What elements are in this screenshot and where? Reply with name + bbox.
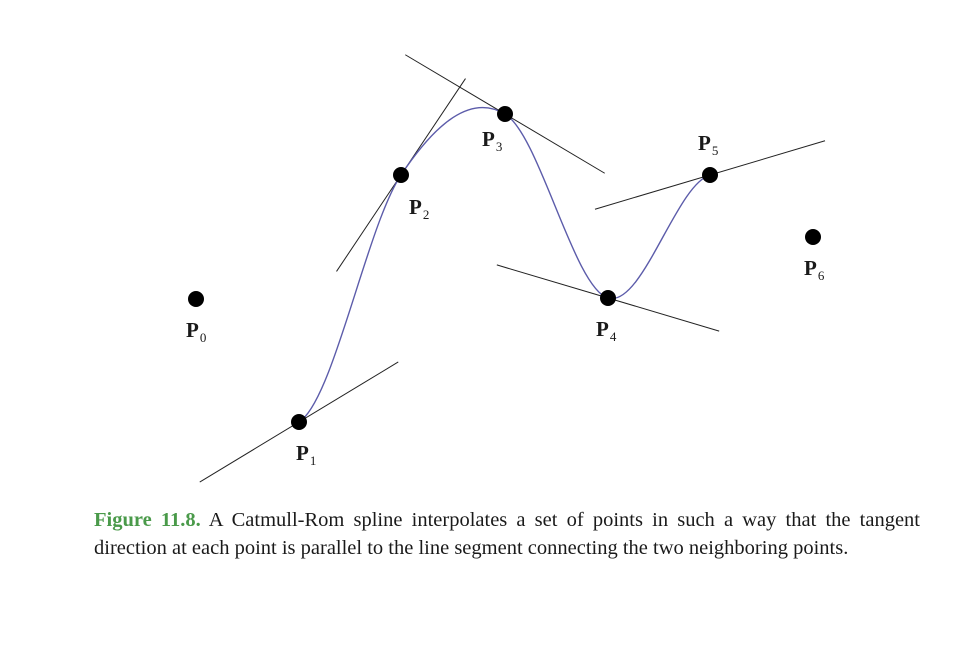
point-p3 xyxy=(497,106,513,122)
point-p5 xyxy=(702,167,718,183)
figure-caption: Figure 11.8. A Catmull-Rom spline interp… xyxy=(94,506,920,562)
point-label-p2: P2 xyxy=(409,195,429,222)
point-p6 xyxy=(805,229,821,245)
control-points xyxy=(188,106,821,430)
point-p4 xyxy=(600,290,616,306)
caption-text: A Catmull-Rom spline interpolates a set … xyxy=(94,509,920,559)
point-label-p4: P4 xyxy=(596,317,617,344)
point-label-p5: P5 xyxy=(698,131,718,158)
point-p2 xyxy=(393,167,409,183)
point-label-p1: P1 xyxy=(296,441,316,468)
point-p1 xyxy=(291,414,307,430)
point-label-p0: P0 xyxy=(186,318,206,345)
caption-label: Figure 11.8. xyxy=(94,509,201,531)
point-label-p3: P3 xyxy=(482,127,502,154)
point-p0 xyxy=(188,291,204,307)
catmull-rom-curve xyxy=(298,106,711,423)
point-label-p6: P6 xyxy=(804,256,825,283)
